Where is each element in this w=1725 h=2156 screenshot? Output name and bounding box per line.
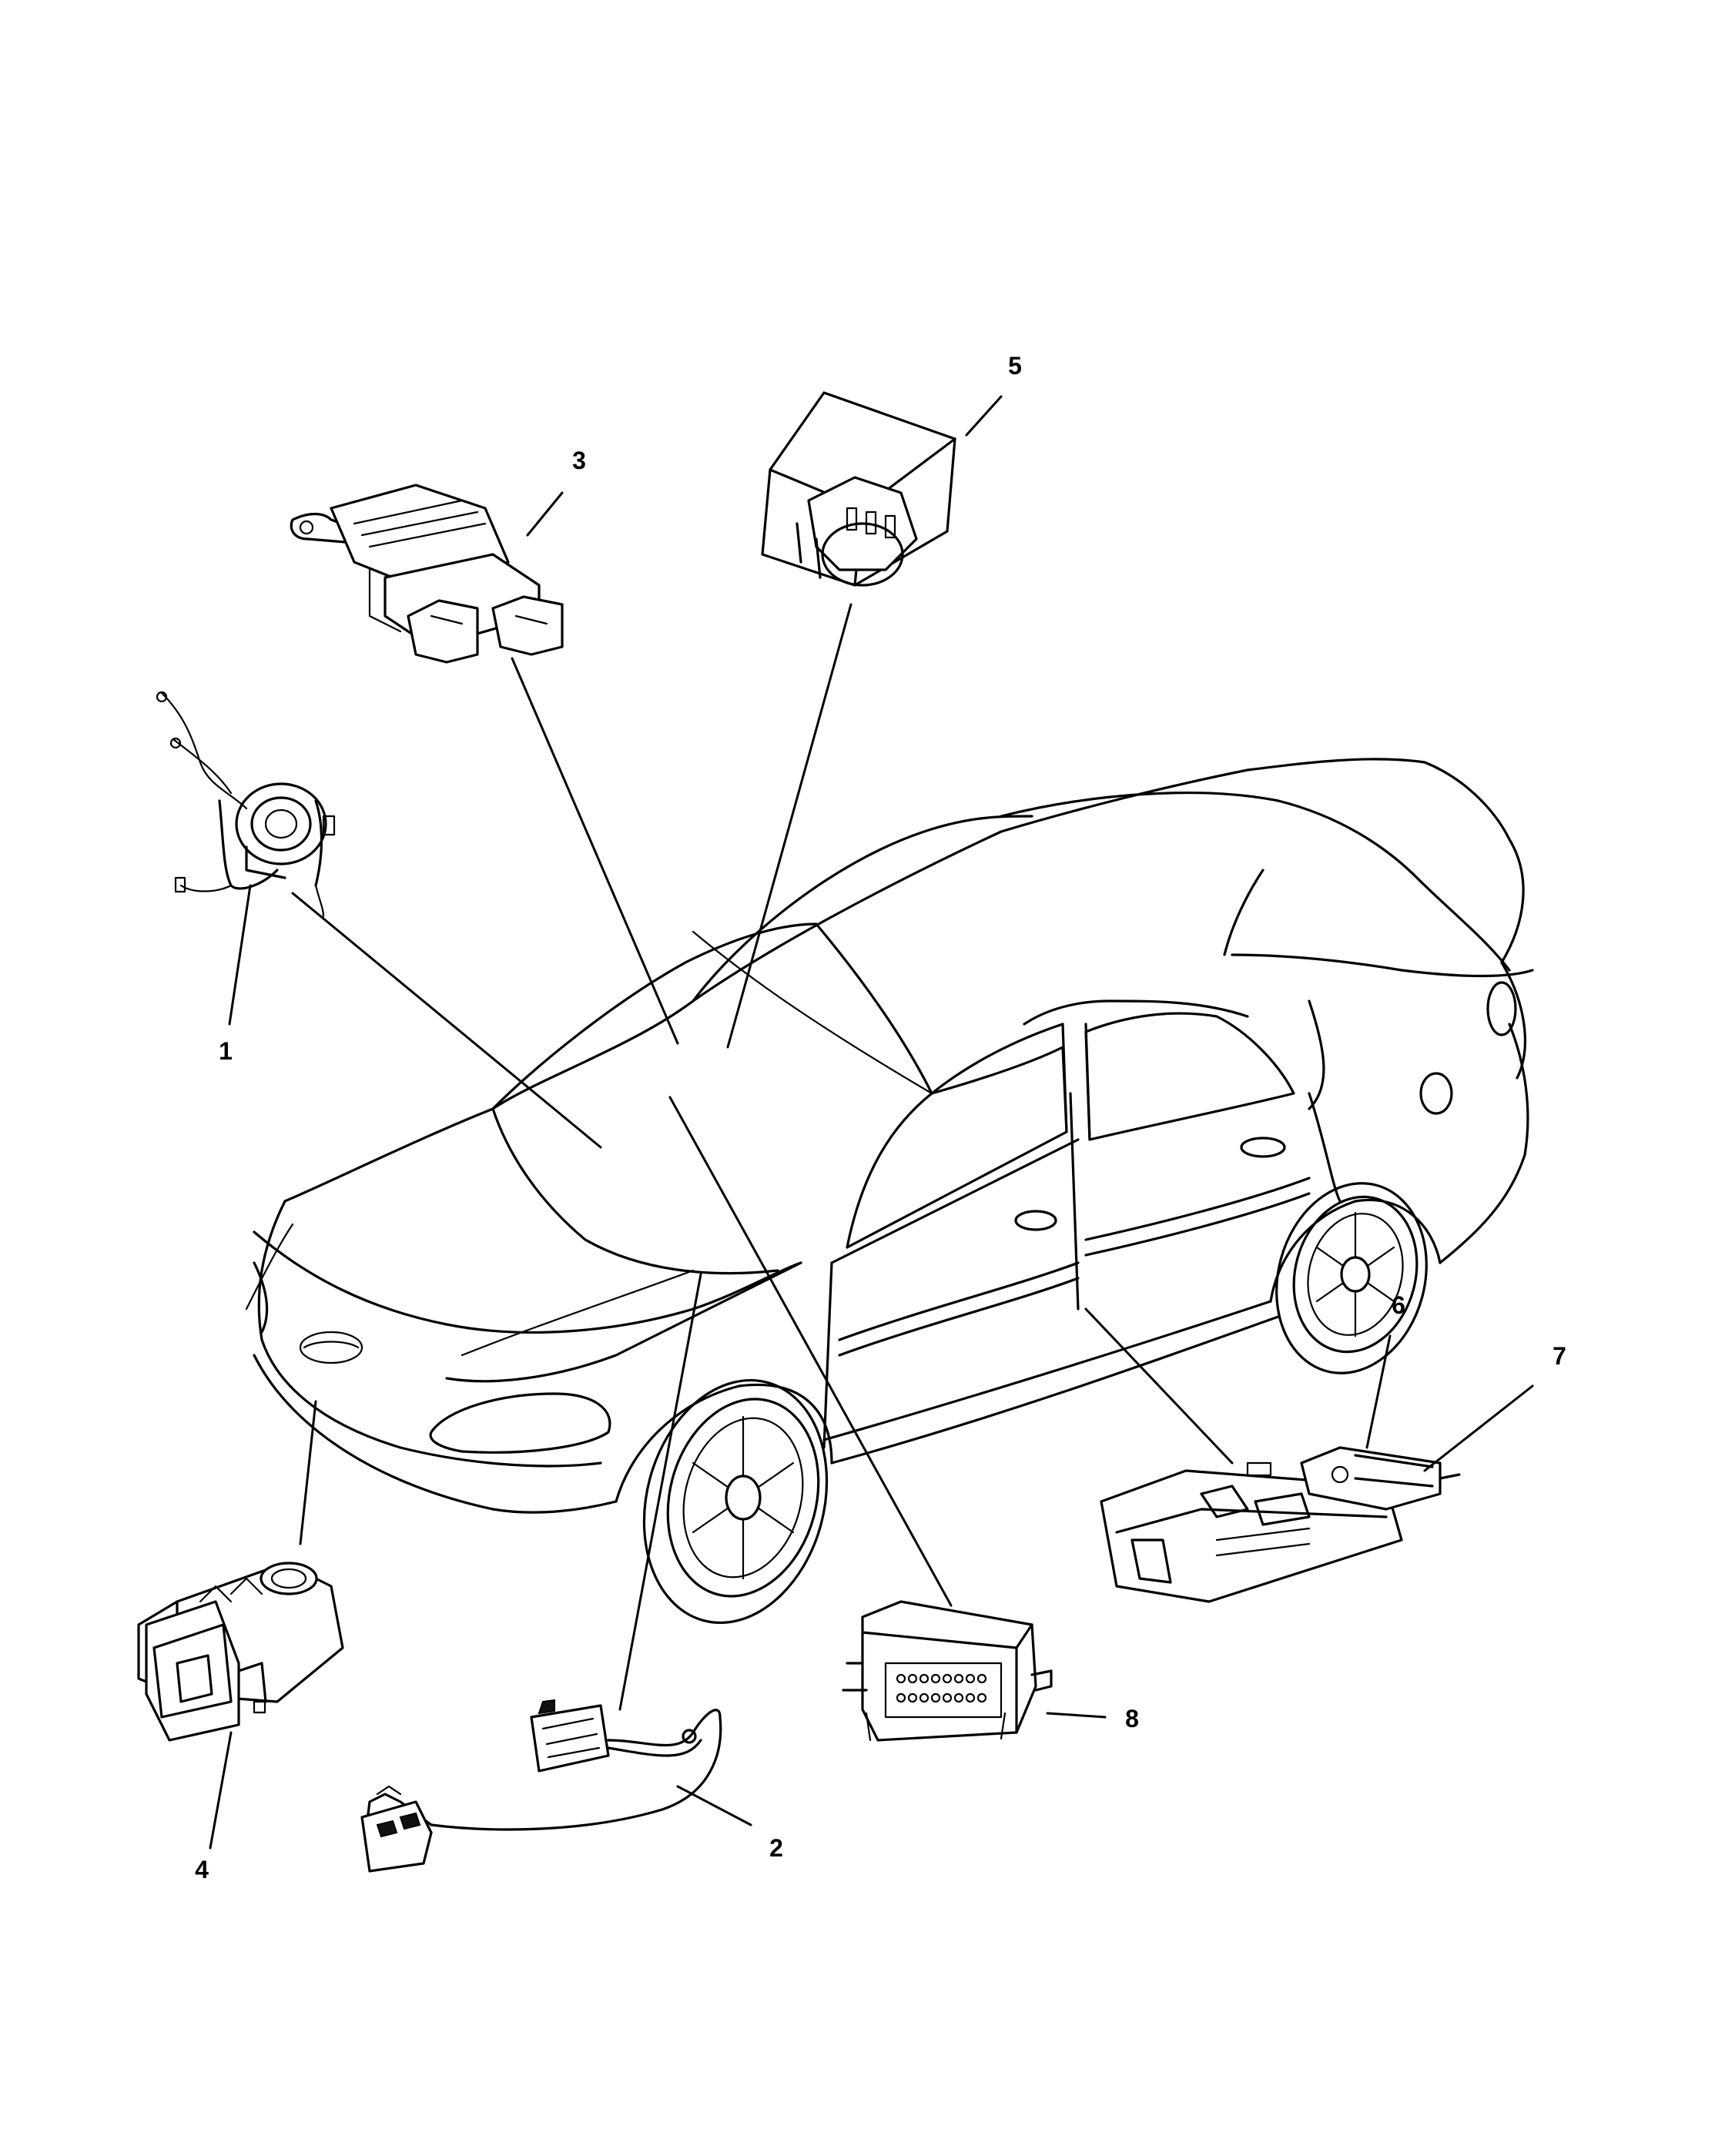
callout-2: 2 [769, 1834, 783, 1862]
callout-line-3 [526, 491, 564, 537]
leader-5 [726, 603, 852, 1049]
callout-5: 5 [1008, 352, 1022, 380]
callout-4: 4 [195, 1856, 209, 1883]
impact-sensor-part-4 [137, 1562, 344, 1742]
clockspring-part-1 [156, 691, 336, 918]
leader-1 [291, 892, 602, 1149]
callout-line-2 [676, 1785, 752, 1826]
seat-track-bracket-part-7 [1300, 1446, 1461, 1511]
callout-8: 8 [1125, 1705, 1139, 1732]
callout-line-8 [1046, 1712, 1107, 1719]
callout-line-4 [209, 1731, 233, 1850]
leader-3 [511, 657, 679, 1045]
callout-7: 7 [1552, 1342, 1566, 1370]
leader-lines [291, 603, 1234, 1711]
leader-8 [668, 1096, 953, 1607]
module-part-3 [290, 484, 564, 664]
car-sedan [245, 758, 1534, 1624]
leader-2 [618, 1273, 702, 1711]
callout-line-5 [965, 395, 1003, 437]
module-part-5 [761, 391, 956, 587]
leader-4 [299, 1400, 317, 1545]
callout-line-1 [228, 884, 252, 1026]
controller-part-8 [842, 1600, 1053, 1742]
callout-line-7 [1423, 1384, 1534, 1472]
seat-track-sensor-part-6 [1100, 1461, 1403, 1603]
callout-line-6 [1365, 1334, 1392, 1449]
callout-3: 3 [572, 447, 586, 474]
harness-part-2 [360, 1699, 722, 1873]
callout-1: 1 [219, 1037, 233, 1065]
leader-6 [1084, 1307, 1234, 1465]
callout-6: 6 [1392, 1291, 1405, 1319]
